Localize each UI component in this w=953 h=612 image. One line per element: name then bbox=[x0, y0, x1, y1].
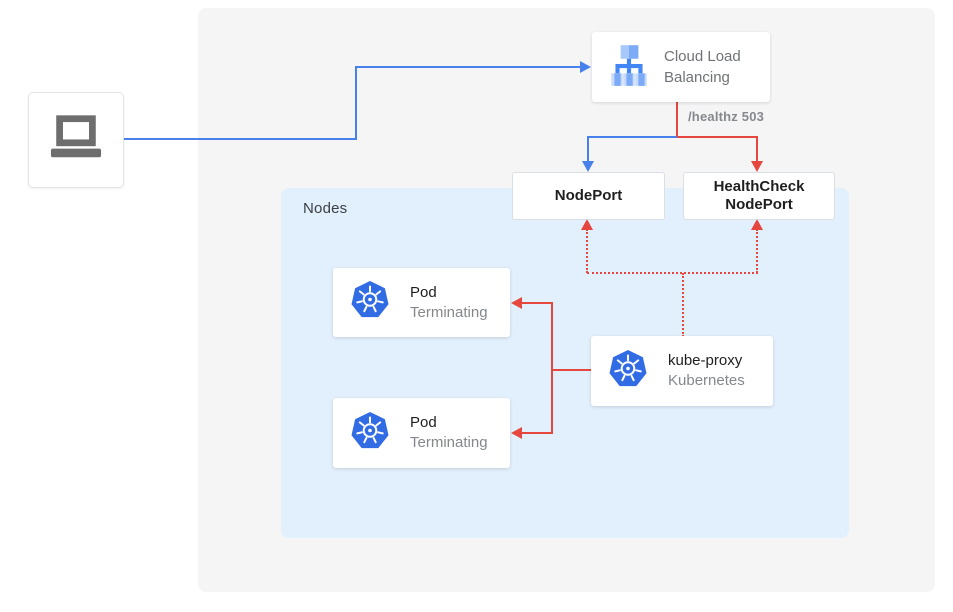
pod-title: Pod bbox=[410, 414, 437, 431]
red-branch-vertical bbox=[756, 136, 758, 162]
blue-line-laptop-horizontal bbox=[122, 138, 357, 140]
blue-arrowhead-into-lb bbox=[580, 61, 591, 73]
blue-branch-vertical bbox=[587, 136, 589, 162]
kubernetes-icon bbox=[350, 280, 390, 325]
red-arrowhead-up-hc-nodeport bbox=[751, 219, 763, 230]
blue-branch-horizontal bbox=[587, 136, 677, 138]
red-line-to-pod2 bbox=[521, 432, 552, 434]
laptop-icon bbox=[45, 111, 107, 170]
healthcheck-nodeport-label: HealthCheck NodePort bbox=[713, 178, 805, 213]
nodeport-box: NodePort bbox=[512, 172, 665, 220]
red-arrowhead-into-pod2 bbox=[511, 427, 522, 439]
dotted-line-from-kube-proxy bbox=[682, 273, 684, 337]
red-arrowhead-into-pod1 bbox=[511, 297, 522, 309]
client-card bbox=[28, 92, 124, 188]
kubernetes-icon bbox=[350, 411, 390, 456]
pod-title: Pod bbox=[410, 283, 437, 301]
red-arrowhead-into-hc-nodeport bbox=[751, 161, 763, 172]
kube-proxy-title: kube-proxy bbox=[668, 352, 743, 369]
pod-status: Terminating bbox=[410, 303, 488, 321]
red-line-from-lb bbox=[676, 102, 678, 138]
nodeport-label: NodePort bbox=[554, 187, 623, 204]
kubernetes-icon bbox=[608, 349, 648, 394]
blue-line-vertical bbox=[355, 66, 357, 140]
kube-proxy-subtitle: Kubernetes bbox=[668, 372, 745, 389]
kube-proxy-card: kube-proxy Kubernetes bbox=[591, 336, 773, 406]
blue-line-to-lb bbox=[355, 66, 580, 68]
nodes-panel-label: Nodes bbox=[303, 200, 348, 217]
cloud-load-balancing-label: Cloud Load Balancing bbox=[664, 48, 741, 86]
red-line-pods-vertical bbox=[551, 302, 553, 434]
dotted-line-to-nodeport bbox=[586, 229, 588, 273]
cloud-load-balancing-card: Cloud Load Balancing bbox=[592, 32, 770, 102]
blue-arrowhead-into-nodeport bbox=[582, 161, 594, 172]
dotted-line-to-hc-nodeport bbox=[756, 229, 758, 273]
pod-card-2: Pod Terminating bbox=[333, 398, 510, 468]
healthz-label: /healthz 503 bbox=[688, 109, 765, 124]
red-arrowhead-up-nodeport bbox=[581, 219, 593, 230]
pod-status: Terminating bbox=[410, 434, 488, 451]
pod-card-1: Pod Terminating bbox=[333, 268, 510, 337]
dotted-line-horizontal bbox=[587, 272, 758, 274]
healthcheck-nodeport-box: HealthCheck NodePort bbox=[683, 172, 835, 220]
cloud-load-balancing-icon bbox=[604, 40, 654, 95]
red-line-kube-proxy-out bbox=[552, 369, 592, 371]
red-line-to-pod1 bbox=[521, 302, 552, 304]
red-branch-horizontal bbox=[677, 136, 758, 138]
